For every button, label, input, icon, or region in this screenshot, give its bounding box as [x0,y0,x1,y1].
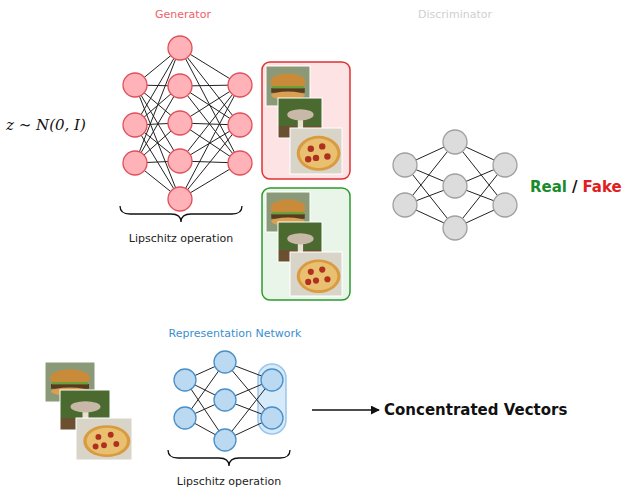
fake-image-box [262,62,350,179]
illustration-part [308,145,314,151]
illustration-part [324,153,330,159]
neuron-circle [214,351,236,373]
illustration-part [113,441,119,447]
neuron-circle [393,153,417,177]
illustration-part [305,279,311,285]
illustration-part [313,155,319,161]
illustration-part [50,369,90,387]
illustration-part [76,418,132,460]
pizza-photo [76,418,132,460]
illustration-part [87,428,127,455]
illustration-part [270,199,305,217]
neuron-circle [228,73,252,97]
pizza-photo [290,128,342,174]
illustration-part [287,233,313,244]
representation-brace [168,450,290,466]
network-title: Generator [112,8,254,22]
neuron-circle [261,369,283,391]
neuron-circle [393,193,417,217]
neuron-circle [174,369,196,391]
noise-formula: z ∼ N(0, I) [6,116,86,134]
illustration-part [272,86,304,88]
illustration-part [324,276,330,282]
illustration-part [319,143,325,149]
illustration-part [313,278,319,284]
flow-arrow [312,409,379,411]
output-text-box: Concentrated Vectors [382,400,569,420]
illustration-part [71,401,101,412]
representation-network [174,351,283,451]
illustration-part [290,252,342,296]
neuron-circle [228,151,252,175]
lipschitz-note: Lipschitz operation [129,232,233,245]
illustration-part [270,73,305,91]
illustration-part [272,212,304,214]
illustration-part [297,136,341,171]
neuron-circle [123,151,147,175]
illustration-part [300,139,337,168]
neuron-circle [443,216,467,240]
illustration-part [95,434,101,440]
neuron-circle [443,130,467,154]
neuron-circle [214,429,236,451]
neuron-circle [443,174,467,198]
output-text: Concentrated Vectors [382,400,569,420]
real-image-box [262,188,350,300]
illustration-part [319,267,325,273]
lipschitz-note: Lipschitz operation [177,475,281,488]
neuron-circle [214,389,236,411]
network-link [180,85,240,199]
illustration-part [290,128,342,174]
neuron-circle [493,193,517,217]
network-link [180,48,240,163]
neuron-circle [168,111,192,135]
neuron-circle [123,73,147,97]
generator-brace [120,206,242,222]
illustration-part [300,262,337,290]
illustration-part [108,432,114,438]
generator-network [123,36,252,211]
generator-network-box: Generator [112,8,254,214]
illustration-part [83,425,130,457]
network-link [135,85,180,199]
illustration-part [101,442,107,448]
network-title: Discriminator [385,8,525,22]
neuron-circle [228,113,252,137]
neuron-circle [168,36,192,60]
representation-network-box: Representation Network [160,327,310,453]
neuron-circle [168,149,192,173]
network-title: Representation Network [160,327,310,341]
illustration-part [76,418,132,460]
illustration-part [52,382,88,384]
neuron-circle [168,74,192,98]
neuron-circle [493,153,517,177]
neuron-circle [261,407,283,429]
real-word: Real [530,178,567,196]
discriminator-network [393,130,517,240]
illustration-part [290,252,342,296]
discriminator-network-box: Discriminator [385,8,525,240]
neuron-circle [174,407,196,429]
neuron-circle [168,187,192,211]
illustration-part [93,444,99,450]
illustration-part [297,259,341,292]
illustration-part [287,109,313,120]
illustration-part [305,156,311,162]
feature-capsule [258,364,286,434]
pizza-photo [290,252,342,296]
slash-sign: / [572,178,577,196]
illustration-part [290,128,342,174]
illustration-part [308,269,314,275]
network-link [135,48,180,163]
fake-word: Fake [582,178,621,196]
neuron-circle [123,113,147,137]
